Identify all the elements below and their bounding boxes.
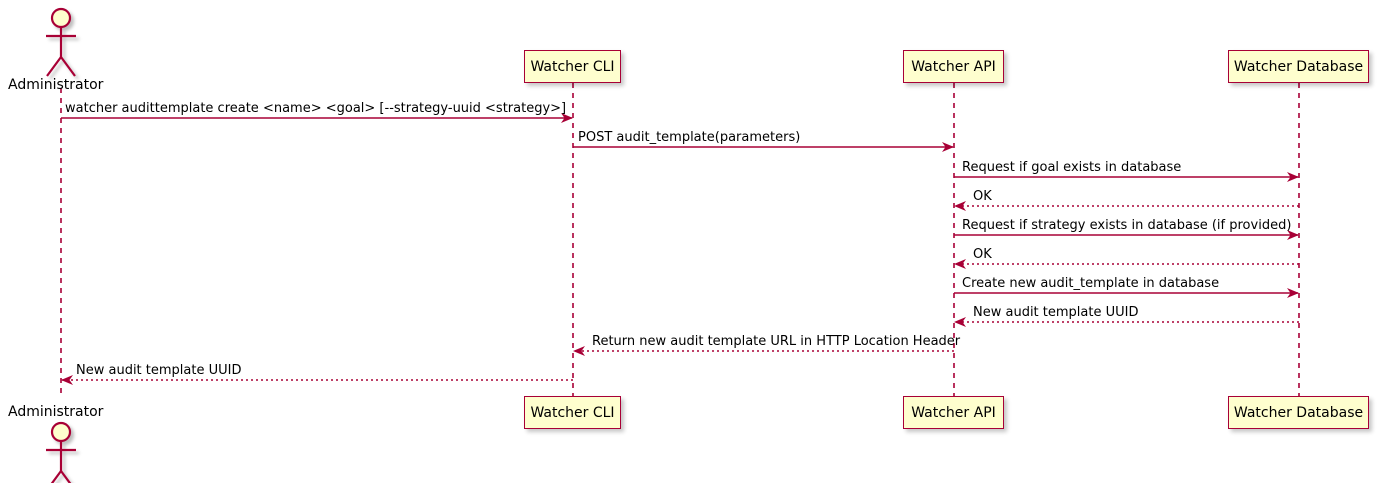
message-label-8: New audit template UUID xyxy=(973,305,1139,320)
lifelines-group xyxy=(60,83,1300,396)
participant-label-watcher-api-top: Watcher API xyxy=(911,58,996,75)
message-label-6: OK xyxy=(973,247,992,262)
actor-figure-administrator-bottom xyxy=(46,421,76,483)
participant-box-watcher-cli-top[interactable]: Watcher CLI xyxy=(524,50,621,83)
participant-label-watcher-cli-top: Watcher CLI xyxy=(530,58,615,75)
participant-label-watcher-api-bottom: Watcher API xyxy=(911,404,996,421)
message-label-2: POST audit_template(parameters) xyxy=(578,130,801,145)
message-arrows-group xyxy=(61,113,1299,385)
participant-label-watcher-database-top: Watcher Database xyxy=(1233,58,1364,75)
message-label-9: Return new audit template URL in HTTP Lo… xyxy=(592,334,961,349)
actor-figures-group xyxy=(46,7,76,483)
participant-label-administrator-bottom: Administrator xyxy=(8,404,104,420)
participant-label-administrator-top: Administrator xyxy=(8,77,104,93)
message-label-3: Request if goal exists in database xyxy=(962,160,1182,175)
message-label-1: watcher audittemplate create <name> <goa… xyxy=(65,101,567,116)
participant-box-watcher-database-bottom[interactable]: Watcher Database xyxy=(1228,396,1369,429)
participant-box-watcher-cli-bottom[interactable]: Watcher CLI xyxy=(524,396,621,429)
message-label-7: Create new audit_template in database xyxy=(962,276,1220,291)
participant-box-watcher-database-top[interactable]: Watcher Database xyxy=(1228,50,1369,83)
message-label-5: Request if strategy exists in database (… xyxy=(962,218,1292,233)
message-label-10: New audit template UUID xyxy=(76,363,242,378)
message-label-4: OK xyxy=(973,189,992,204)
participant-box-watcher-api-top[interactable]: Watcher API xyxy=(903,50,1004,83)
participant-box-watcher-api-bottom[interactable]: Watcher API xyxy=(903,396,1004,429)
participant-label-watcher-database-bottom: Watcher Database xyxy=(1233,404,1364,421)
participant-label-watcher-cli-bottom: Watcher CLI xyxy=(530,404,615,421)
actor-figure-administrator-top xyxy=(46,7,76,77)
